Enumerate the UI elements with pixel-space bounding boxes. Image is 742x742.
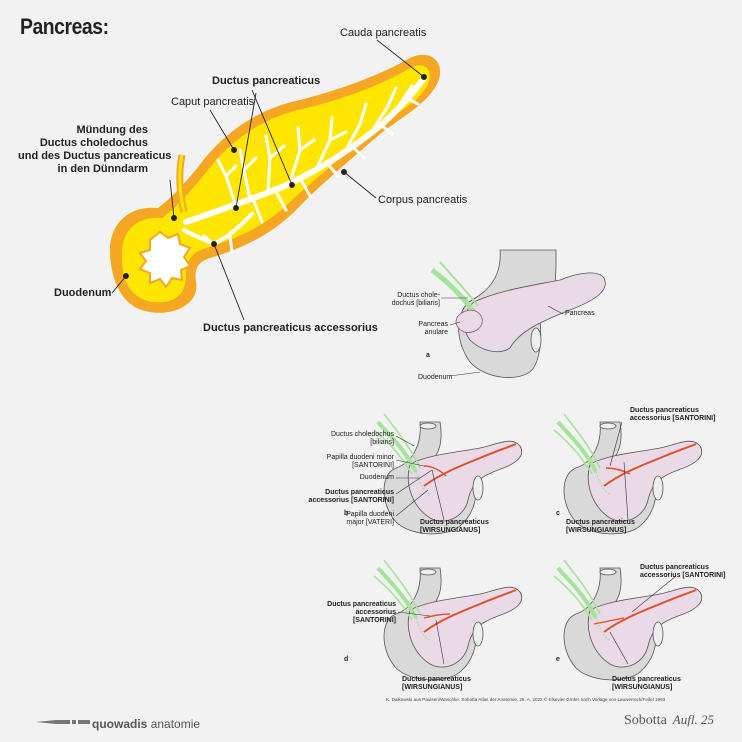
label-corpus-pancreatis: Corpus pancreatis [378,194,468,206]
e-letter: e [556,656,560,663]
a-label-choledochus: Ductus chole-dochus [biliaris] [391,292,440,307]
duodenum-lumen [138,230,192,289]
label-caput-pancreatis: Caput pancreatis [171,96,255,108]
b-letter: b [344,510,349,517]
a-label-duodenum: Duodenum [418,374,453,381]
b-label-papilla-minor: Papilla duodeni minor[SANTORINI] [326,454,394,469]
panel-b-figure [372,412,524,536]
label-duodenum: Duodenum [54,287,112,299]
label-ductus-accessorius: Ductus pancreaticus accessorius [203,322,378,334]
a-letter: a [426,352,430,359]
panel-d-figure [372,558,524,682]
image-credit: K. Dalkowski aus Paulsen/Waschke. Sobott… [386,697,666,702]
panel-a-figure [430,249,606,378]
brand-logo: quowadis anatomie [92,717,201,731]
d-letter: d [344,656,349,663]
b-label-duodenum: Duodenum [359,474,394,481]
c-label-wirsung: Ductus pancreaticus[WIRSUNGIANUS] [566,519,635,534]
d-label-wirsung: Ductus pancreaticus[WIRSUNGIANUS] [402,676,471,691]
main-pancreas-figure [109,39,441,321]
pancreas-gland [121,65,430,303]
label-ductus-pancreaticus: Ductus pancreaticus [212,75,321,87]
e-label-wirsung: Ductus pancreaticus[WIRSUNGIANUS] [612,676,681,691]
label-muendung: Mündung des Ductus choledochus und des D… [18,124,172,175]
label-cauda-pancreatis: Cauda pancreatis [340,27,427,39]
b-label-choledochus: Ductus choledochus[biliaris] [330,431,394,446]
ductus-pancreaticus-main [182,75,427,254]
c-letter: c [556,510,560,517]
page-title: Pancreas: [20,14,109,39]
small-panel-leaders [395,421,677,665]
panel-e-figure [552,558,704,682]
panel-c-figure [552,412,704,536]
b-label-wirsung: Ductus pancreaticus[WIRSUNGIANUS] [420,519,489,534]
a-label-pancreas: Pancreas [565,310,595,317]
